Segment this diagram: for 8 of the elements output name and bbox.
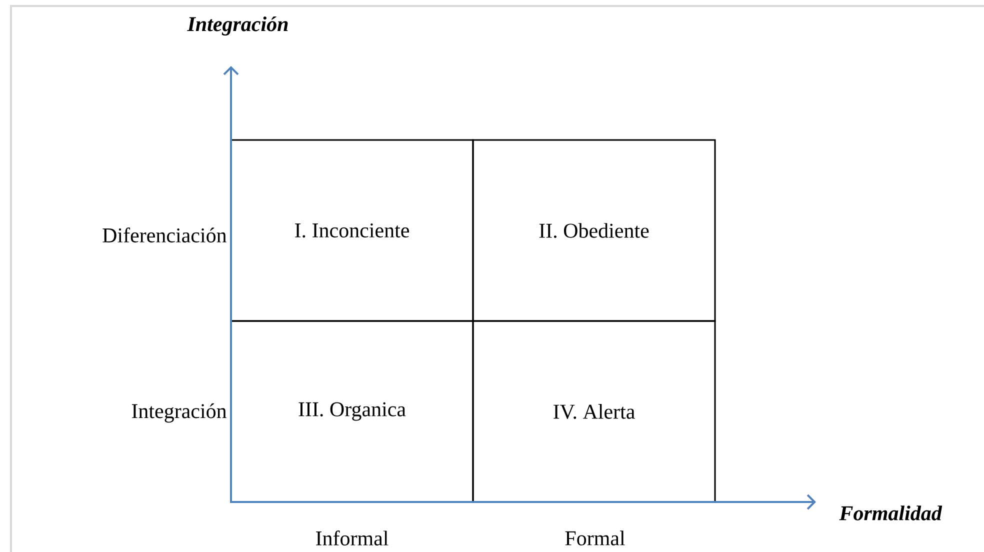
column-label: Formal	[565, 530, 625, 546]
quadrant-box: II. Obediente	[472, 139, 716, 322]
axis-title: Integración	[187, 16, 288, 36]
axis-title: Formalidad	[839, 506, 942, 520]
column-label: Informal	[316, 530, 388, 546]
quadrant-box: III. Organica	[230, 320, 474, 503]
quadrant-box: I. Inconciente	[230, 139, 474, 322]
quadrant-box: IV. Alerta	[472, 320, 716, 503]
